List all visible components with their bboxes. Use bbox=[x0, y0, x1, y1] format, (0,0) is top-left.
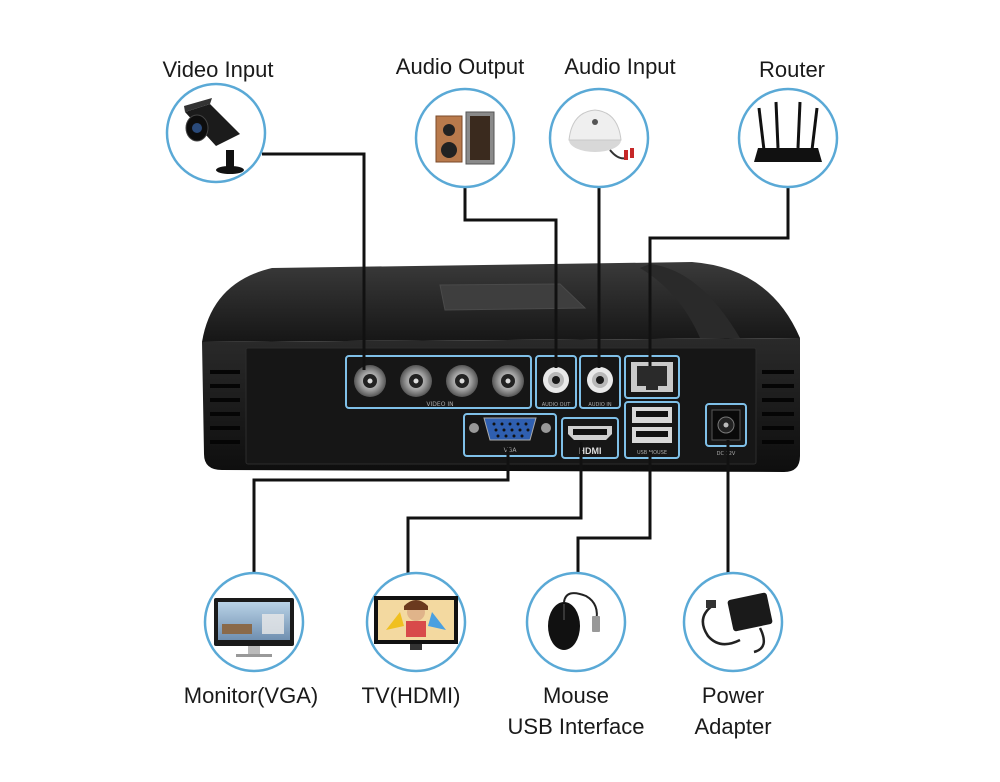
audio-in-port-label: AUDIO IN bbox=[588, 402, 611, 408]
left-vents bbox=[210, 370, 240, 444]
microphone-icon bbox=[568, 109, 634, 160]
dc-port-label: DC 12V bbox=[717, 451, 736, 457]
label-power-line2: Adapter bbox=[694, 714, 772, 739]
bnc-port-1[interactable] bbox=[354, 365, 386, 397]
dvr-top-panel bbox=[439, 283, 587, 311]
label-power: Power Adapter bbox=[674, 680, 792, 742]
monitor-icon bbox=[214, 598, 294, 657]
rca-audio-out[interactable] bbox=[543, 367, 569, 393]
label-router: Router bbox=[758, 57, 826, 82]
router-circle bbox=[737, 87, 839, 189]
hdmi-port-group[interactable] bbox=[561, 417, 619, 459]
monitor-circle bbox=[203, 571, 305, 673]
camera-icon bbox=[184, 98, 244, 174]
label-mouse-line2: USB Interface bbox=[507, 714, 645, 739]
right-vents bbox=[762, 370, 794, 444]
usb-port-1[interactable] bbox=[632, 407, 672, 423]
dvr-device: VIDEO IN AUDIO OUT AUDIO IN USB MOUSE bbox=[202, 262, 800, 472]
audio-output-circle bbox=[414, 87, 516, 189]
vga-port-label: VGA bbox=[504, 447, 518, 454]
ethernet-port-group[interactable] bbox=[624, 355, 680, 399]
label-audio-input: Audio Input bbox=[564, 54, 676, 79]
video-in-port-label: VIDEO IN bbox=[426, 401, 453, 408]
label-mouse-line1: Mouse bbox=[542, 683, 610, 708]
line-tv bbox=[406, 442, 583, 578]
vga-port[interactable] bbox=[469, 417, 551, 441]
line-mouse bbox=[576, 452, 652, 578]
rca-audio-in[interactable] bbox=[587, 367, 613, 393]
tv-circle bbox=[365, 571, 467, 673]
line-router bbox=[648, 188, 790, 366]
hdmi-port[interactable] bbox=[568, 426, 612, 440]
hdmi-port-label: HDMI bbox=[579, 446, 602, 456]
video-input-circle bbox=[165, 82, 267, 184]
ethernet-port[interactable] bbox=[631, 362, 673, 392]
dc-power-port[interactable] bbox=[711, 409, 741, 441]
dc-port-group[interactable] bbox=[705, 403, 747, 447]
usb-port-2[interactable] bbox=[632, 427, 672, 443]
bnc-port-4[interactable] bbox=[492, 365, 524, 397]
label-video-input: Video Input bbox=[162, 57, 274, 82]
line-monitor bbox=[252, 448, 510, 578]
vga-port-group[interactable] bbox=[463, 413, 557, 457]
dvr-front-strip bbox=[640, 264, 740, 338]
label-tv: TV(HDMI) bbox=[361, 683, 461, 708]
usb-port-group[interactable] bbox=[624, 401, 680, 459]
connection-lines bbox=[252, 152, 790, 578]
bnc-port-2[interactable] bbox=[400, 365, 432, 397]
router-icon bbox=[754, 101, 822, 162]
label-monitor: Monitor(VGA) bbox=[183, 683, 319, 708]
mouse-circle bbox=[525, 571, 627, 673]
power-circle bbox=[682, 571, 784, 673]
power-adapter-icon bbox=[701, 592, 773, 654]
speaker-icon bbox=[435, 111, 495, 165]
audio-out-port-label: AUDIO OUT bbox=[542, 402, 572, 408]
bnc-port-3[interactable] bbox=[446, 365, 478, 397]
usb-port-label: USB MOUSE bbox=[637, 450, 667, 456]
line-audio-output bbox=[463, 188, 558, 368]
label-audio-output: Audio Output bbox=[395, 54, 525, 79]
line-video-input bbox=[262, 152, 366, 370]
label-mouse: Mouse USB Interface bbox=[486, 680, 666, 742]
video-in-port-group[interactable] bbox=[345, 355, 532, 409]
mouse-icon bbox=[548, 592, 600, 650]
label-power-line1: Power bbox=[701, 683, 765, 708]
tv-icon bbox=[374, 596, 458, 650]
audio-input-circle bbox=[548, 87, 650, 189]
